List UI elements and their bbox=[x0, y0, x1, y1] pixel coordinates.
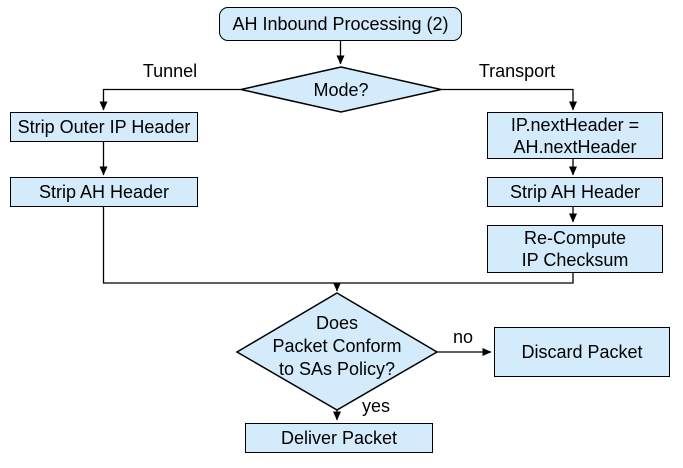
node-discard-packet: Discard Packet bbox=[494, 327, 670, 377]
edge-label-transport: Transport bbox=[478, 61, 556, 81]
node-recompute-ip-checksum: Re-Compute IP Checksum bbox=[487, 225, 663, 273]
node-start: AH Inbound Processing (2) bbox=[219, 7, 462, 41]
edge-label-tunnel: Tunnel bbox=[142, 61, 198, 81]
sas-policy-diamond-shape bbox=[235, 292, 439, 411]
edge-mode-tunnel-to-strip-outer bbox=[99, 88, 241, 111]
edge-label-no: no bbox=[452, 327, 474, 347]
node-ip-next-header: IP.nextHeader = AH.nextHeader bbox=[487, 112, 663, 159]
mode-diamond-shape bbox=[240, 66, 442, 113]
node-strip-ah-header-tunnel: Strip AH Header bbox=[10, 177, 198, 207]
node-deliver-packet: Deliver Packet bbox=[245, 423, 433, 453]
edge-label-yes: yes bbox=[361, 396, 390, 416]
node-strip-outer-ip-header: Strip Outer IP Header bbox=[10, 112, 198, 142]
edge-mode-transport-to-ip-next bbox=[441, 88, 577, 111]
node-strip-ah-header-transport: Strip AH Header bbox=[487, 177, 663, 207]
